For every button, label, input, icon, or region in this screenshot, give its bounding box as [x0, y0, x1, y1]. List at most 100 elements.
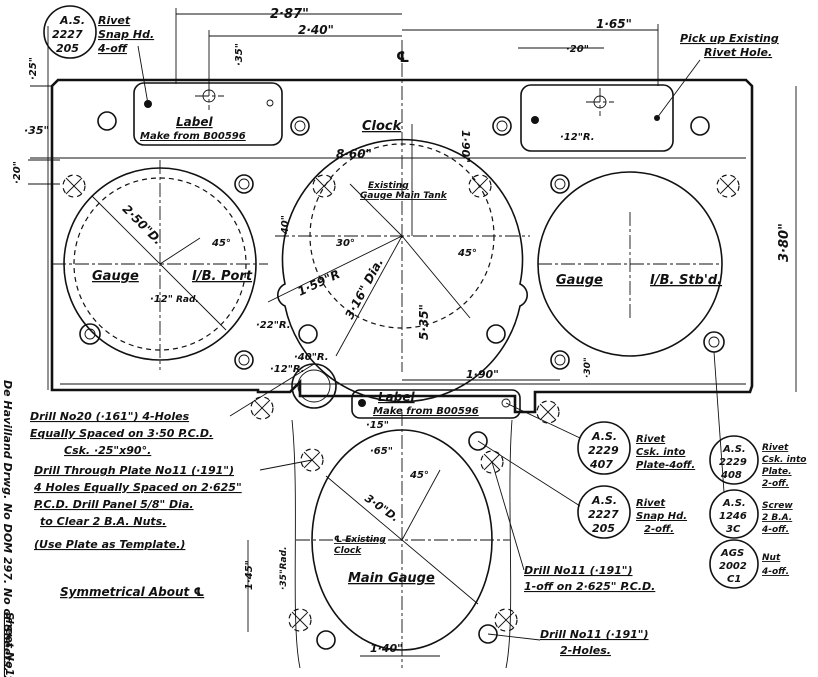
hole-csk-3	[234, 350, 254, 370]
clock-30: 30°	[336, 238, 355, 249]
sheet-no: Sheet No1	[3, 612, 16, 676]
gauge-port-45: 45°	[211, 238, 231, 249]
gauge-stbd-stbd: I/B. Stb'd.	[650, 273, 722, 288]
hole-right	[703, 331, 725, 353]
as1246-3: 3C	[726, 524, 741, 535]
as2227-205-3: 205	[592, 522, 615, 535]
as1246-2: 1246	[719, 511, 747, 522]
gauge-port-12: ·12"	[150, 294, 173, 305]
nut-1: Nut	[762, 553, 781, 563]
dim-35-left: ·35"	[24, 124, 49, 137]
ags2002-2: 2002	[719, 561, 747, 572]
existing-gauge-1: Existing	[368, 181, 409, 191]
callout-as2229-407: A.S. 2229 407 Rivet Csk. into Plate-4off…	[505, 402, 695, 475]
as1246-1: A.S.	[722, 498, 746, 509]
pickup-1: Pick up Existing	[680, 32, 779, 45]
rivet-csk2-2: Csk. into	[762, 455, 806, 465]
dim-35-top: ·35"	[234, 43, 245, 66]
label-plate-right: ·12"R.	[520, 84, 674, 152]
gauge-stbd: Gauge I/B. Stb'd. 3·80"	[537, 86, 797, 392]
as2229-408-2: 2229	[719, 457, 747, 468]
main-145: 1·45"	[244, 560, 255, 590]
as2229-407-2: 2229	[588, 444, 619, 457]
callout-as2227-205: A.S. 2227 205 Rivet Snap Hd. 2-off.	[477, 440, 687, 539]
symmetrical: Symmetrical About ℄	[60, 585, 204, 599]
hole-rivet-2	[290, 116, 310, 136]
notes-bottom: Drill No11 (·191") 1-off on 2·625" P.C.D…	[487, 461, 655, 657]
clock-cutout: Clock 8·60" 1·90" Existing Gauge Main Ta…	[267, 40, 530, 403]
clock-radius: 1·59"R	[295, 267, 342, 299]
rivet-top-3: 4-off	[97, 42, 129, 55]
cross-hole-10	[494, 608, 518, 632]
gauge-port: 2·50"D. 45° Gauge I/B. Port ·12" Rad.	[52, 160, 268, 370]
drill20-2: Equally Spaced on 3·50 P.C.D.	[30, 427, 213, 440]
main-gauge-label: Main Gauge	[348, 571, 435, 586]
drill11-two-1: Drill No11 (·191")	[540, 628, 649, 641]
dim-r22: ·22"R.	[256, 320, 291, 331]
dim-r12: ·12"R.	[270, 364, 305, 375]
ags2002-1: AGS	[720, 548, 744, 559]
rivet-csk-2: Csk. into	[636, 447, 686, 458]
existing-clock-1: ℄ Existing	[334, 535, 386, 545]
as2227-205-1: A.S.	[591, 494, 617, 507]
callout-as2229-408: A.S. 2229 408 Rivet Csk. into Plate. 2-o…	[709, 435, 806, 489]
clock-535: 5·35"	[417, 304, 431, 340]
rivet-top-2: Snap Hd.	[98, 28, 154, 41]
dim-20-top: ·20"	[566, 44, 589, 55]
hole-csk-1	[234, 174, 254, 194]
hole-csk-4	[550, 350, 570, 370]
cross-hole-3	[62, 174, 86, 198]
main-35rad: ·35"Rad.	[279, 547, 289, 591]
dim-190-bottom: 1·90"	[466, 368, 499, 381]
rivet-top-1: Rivet	[98, 14, 131, 27]
hole-csk-2	[550, 174, 570, 194]
existing-clock-2: Clock	[334, 546, 362, 556]
dim-25: ·25"	[28, 57, 39, 80]
hole-rivet-1	[97, 111, 117, 131]
dim-287: 2·87"	[270, 7, 309, 22]
dim-30-right: ·30"	[583, 357, 593, 378]
gauge-port-dia: 2·50"D.	[120, 202, 166, 248]
holes	[62, 111, 740, 650]
clock-40: ·40"	[280, 215, 291, 238]
nut-2: 4-off.	[761, 567, 789, 577]
as2229-408-1: A.S.	[722, 444, 746, 455]
gauge-port-label: Gauge	[92, 269, 139, 284]
rivet-csk2-1: Rivet	[762, 443, 789, 453]
hole-clock-br	[486, 324, 506, 344]
hole-main-2	[316, 630, 336, 650]
pickup-2: Rivet Hole.	[704, 46, 772, 59]
clock-860: 8·60"	[336, 147, 372, 161]
callout-ags2002: AGS 2002 C1 Nut 4-off.	[709, 539, 789, 589]
gauge-port-port: I/B. Port	[192, 269, 253, 284]
rivet-csk-3: Plate-4off.	[636, 460, 695, 471]
top-dimensions: 2·87" 2·40" ·35" 1·65" ·20" ℄	[175, 7, 659, 86]
rivet-snap-3: 2-off.	[644, 524, 674, 535]
dim-240: 2·40"	[298, 23, 334, 37]
cross-hole-1	[312, 174, 336, 198]
callout-as1246: A.S. 1246 3C Screw 2 B.A. 4-off.	[709, 351, 793, 539]
main-140: 1·40"	[370, 642, 403, 655]
centreline-mark: ℄	[396, 48, 409, 66]
dim-r40: ·40"R.	[294, 352, 329, 363]
as-top-2: 2227	[52, 28, 83, 41]
screw-1: Screw	[762, 501, 793, 511]
label-plate-top: Label Make from B00596	[133, 82, 283, 146]
rivet-csk2-3: Plate.	[762, 467, 792, 477]
drill-through-3: P.C.D. Drill Panel 5/8" Dia.	[34, 498, 194, 511]
rivet-snap-1: Rivet	[636, 498, 666, 509]
dim-165: 1·65"	[596, 17, 632, 31]
hole-main-1	[468, 431, 488, 451]
cross-hole-9	[288, 608, 312, 632]
as2229-408-3: 408	[720, 470, 742, 481]
cross-hole-2	[468, 174, 492, 198]
left-dimensions: ·25" ·35" ·20"	[12, 57, 60, 185]
hole-main-3	[478, 624, 498, 644]
dh-drawing: De Havilland Drwg. No DOM 297. No of She…	[1, 380, 14, 677]
as2229-407-3: 407	[589, 458, 613, 471]
clock-dia: 3·16" Dia.	[342, 256, 386, 322]
as-top-1: A.S.	[59, 14, 85, 27]
drill11-two-2: 2-Holes.	[560, 644, 611, 657]
as2229-407-1: A.S.	[591, 430, 617, 443]
